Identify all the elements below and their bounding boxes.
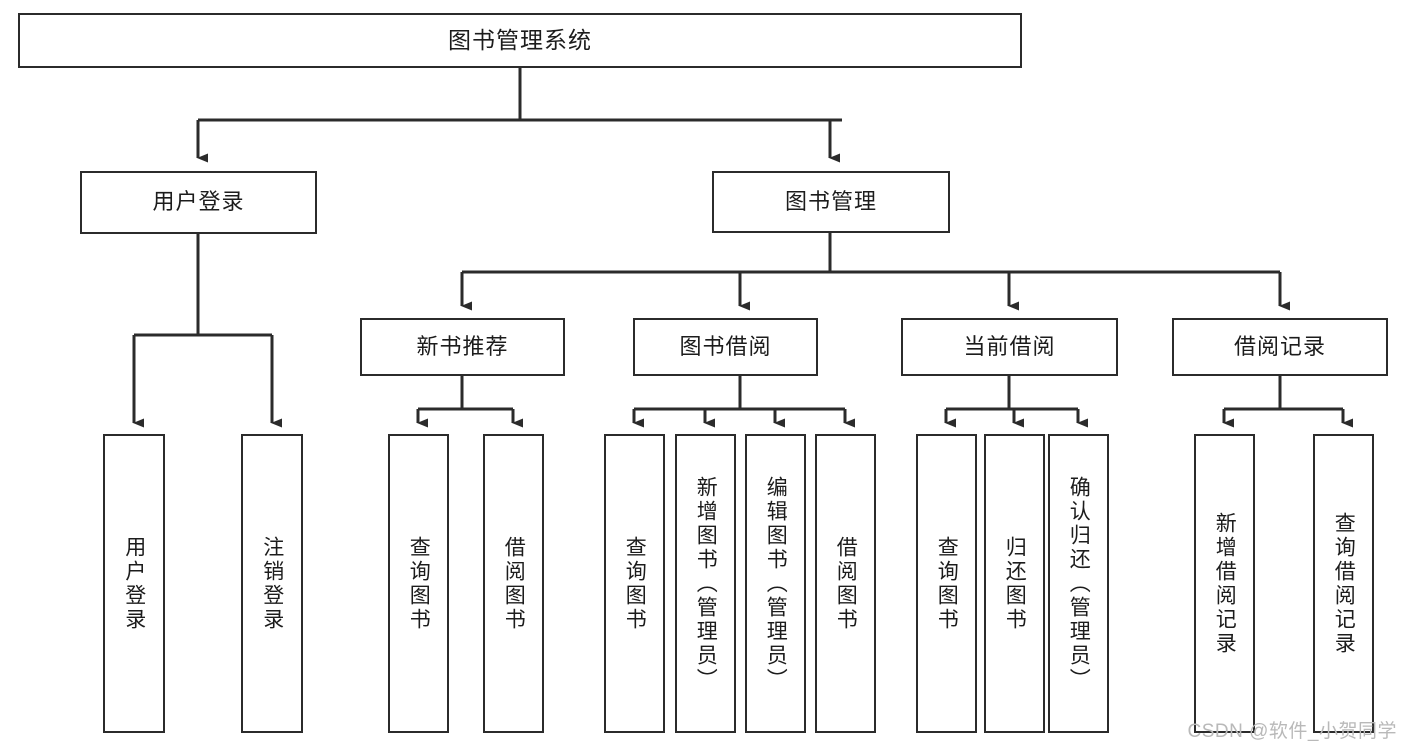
node-label: 图书借阅 [679,333,772,359]
node-new-book-recommend[interactable]: 新书推荐 [360,318,565,376]
node-root-system[interactable]: 图书管理系统 [18,13,1022,68]
node-label: 查询图书 [623,535,647,632]
leaf-add-borrow-record[interactable]: 新增借阅记录 [1194,434,1255,733]
leaf-borrow-books-recommend[interactable]: 借阅图书 [483,434,544,733]
node-label: 借阅图书 [502,535,526,632]
node-label: 新书推荐 [416,333,509,359]
node-label: 当前借阅 [963,333,1056,359]
node-label: 查询图书 [935,535,959,632]
node-label: 用户登录 [152,189,245,215]
leaf-add-book-admin[interactable]: 新增图书（管理员） [675,434,736,733]
node-user-login[interactable]: 用户登录 [80,171,317,234]
node-label: 借阅记录 [1233,333,1326,359]
node-label: 新增图书（管理员） [694,475,718,692]
node-borrow-records[interactable]: 借阅记录 [1172,318,1388,376]
leaf-confirm-return-admin[interactable]: 确认归还（管理员） [1048,434,1109,733]
leaf-query-books-recommend[interactable]: 查询图书 [388,434,449,733]
node-label: 图书管理系统 [448,26,592,53]
node-label: 新增借阅记录 [1213,511,1237,656]
node-label: 查询借阅记录 [1332,511,1356,656]
node-book-management[interactable]: 图书管理 [712,171,950,233]
node-current-borrow[interactable]: 当前借阅 [901,318,1118,376]
node-label: 查询图书 [407,535,431,632]
leaf-return-books[interactable]: 归还图书 [984,434,1045,733]
node-label: 借阅图书 [834,535,858,632]
csdn-watermark: CSDN @软件_小贺同学 [1187,721,1397,742]
leaf-query-books-current[interactable]: 查询图书 [916,434,977,733]
leaf-logout[interactable]: 注销登录 [241,434,303,733]
leaf-edit-book-admin[interactable]: 编辑图书（管理员） [745,434,806,733]
node-book-borrow[interactable]: 图书借阅 [633,318,818,376]
node-label: 确认归还（管理员） [1067,475,1091,692]
leaf-user-login[interactable]: 用户登录 [103,434,165,733]
leaf-borrow-books-borrow[interactable]: 借阅图书 [815,434,876,733]
node-label: 图书管理 [784,188,877,214]
node-label: 编辑图书（管理员） [764,475,788,692]
node-label: 注销登录 [260,535,284,632]
node-label: 归还图书 [1003,535,1027,632]
leaf-query-borrow-record[interactable]: 查询借阅记录 [1313,434,1374,733]
node-label: 用户登录 [122,535,146,632]
leaf-query-books-borrow[interactable]: 查询图书 [604,434,665,733]
